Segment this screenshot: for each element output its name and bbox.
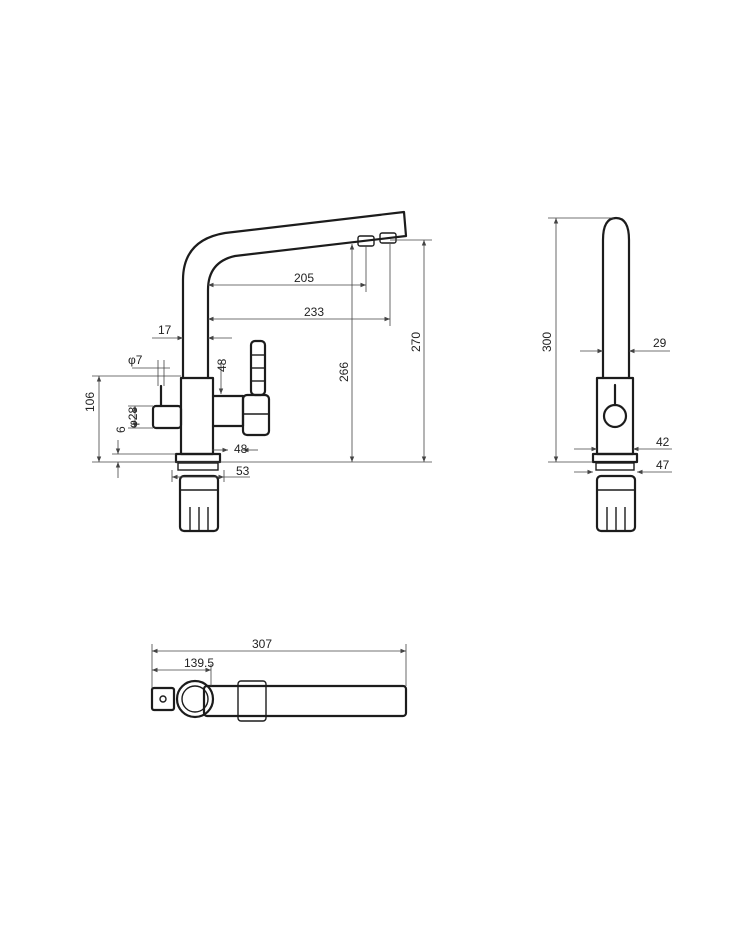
front-view [151,210,408,533]
front-base-plate [174,452,222,464]
side-base-plate [591,452,639,464]
label-307: 307 [252,637,272,651]
side-base-ring [595,462,635,471]
label-106: 106 [83,392,97,412]
label-42: 42 [656,435,670,449]
top-side-knob [150,686,176,712]
front-aerator-right [379,232,397,244]
label-17: 17 [158,323,172,337]
label-phi7: φ7 [128,353,143,367]
top-view [150,679,408,722]
label-48-bottom: 48 [234,442,248,456]
front-base-ring [177,462,219,471]
label-6: 6 [114,426,128,433]
top-body [175,679,215,719]
dimension-labels: 205 233 17 φ7 106 φ28 6 48 48 53 266 270… [83,271,670,670]
front-cartridge-cap [241,393,271,437]
label-270: 270 [409,332,423,352]
top-dimensions [151,644,407,688]
front-cartridge [211,394,245,428]
side-view [591,216,639,533]
label-53: 53 [236,464,250,478]
side-knob [602,403,628,429]
label-233: 233 [304,305,324,319]
front-side-knob [151,404,183,430]
label-phi28: φ28 [126,407,140,428]
front-body [179,376,215,456]
side-spout [601,216,631,380]
top-spout [202,684,408,718]
label-205: 205 [294,271,314,285]
label-29: 29 [653,336,667,350]
label-266: 266 [337,362,351,382]
front-spout [181,210,408,380]
side-dimensions [548,217,672,475]
label-139-5: 139.5 [184,656,214,670]
label-300: 300 [540,332,554,352]
label-47: 47 [656,458,670,472]
top-lever [237,680,267,722]
label-48-top: 48 [215,358,229,372]
front-dimensions [92,239,432,482]
